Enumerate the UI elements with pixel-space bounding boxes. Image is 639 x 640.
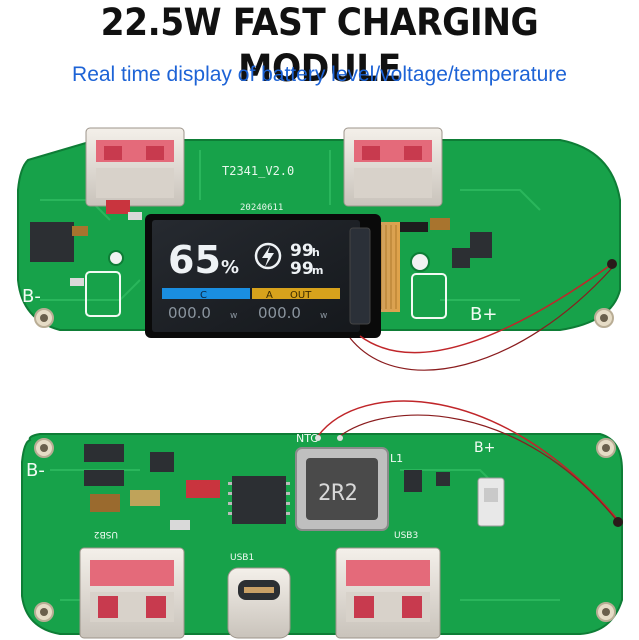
controller-ic xyxy=(232,476,286,524)
lcd-reading-right: 000.0 xyxy=(258,304,301,322)
lcd-bar-right xyxy=(252,288,340,299)
subline: Real time display of battery level/volta… xyxy=(72,63,567,86)
headline: 22.5W FAST CHARGING MODULE xyxy=(100,1,539,90)
lcd-bar-right-label-b: OUT xyxy=(290,290,312,301)
bottom-b-minus-label: B- xyxy=(26,460,45,481)
lcd-reading-right-unit: w xyxy=(320,311,327,321)
bottom-board: 2R2 NTC L1 B- B+ USB2 USB1 USB3 xyxy=(21,400,623,639)
lcd-hours-unit: h xyxy=(312,246,320,259)
board-date: 20240611 xyxy=(240,203,283,213)
lcd-display xyxy=(145,214,381,338)
lcd-percent-unit: % xyxy=(221,257,239,278)
inductor-label: 2R2 xyxy=(318,481,358,506)
ic-chip xyxy=(30,222,74,262)
usb2-label: USB2 xyxy=(94,529,118,539)
board-model: T2341_V2.0 xyxy=(222,164,294,178)
usb-a-port-bottom-left xyxy=(79,547,185,639)
usb3-label: USB3 xyxy=(394,531,418,541)
usb-a-port-top-right xyxy=(343,127,443,207)
usb-c-port xyxy=(227,567,291,639)
lcd-reading-left-unit: w xyxy=(230,311,237,321)
bottom-b-plus-label: B+ xyxy=(474,440,495,456)
lcd-minutes: 99 xyxy=(290,259,314,279)
coil-label: L1 xyxy=(390,452,403,465)
lightning-icon xyxy=(254,242,282,270)
ntc-wire-top xyxy=(359,263,613,354)
lcd-reading-left: 000.0 xyxy=(168,304,211,322)
lcd-percent: 65 xyxy=(168,238,221,282)
top-b-plus-label: B+ xyxy=(470,304,497,325)
usb-a-port-bottom-right xyxy=(335,547,441,639)
lcd-bar-left xyxy=(162,288,250,299)
top-board: T2341_V2.0 20240611 B- B+ 65 % xyxy=(17,127,621,371)
inductor: 2R2 xyxy=(295,447,389,531)
usb1-label: USB1 xyxy=(230,553,254,563)
lcd-minutes-unit: m xyxy=(312,264,323,277)
lcd-bar-left-label: C xyxy=(200,290,207,301)
top-b-minus-label: B- xyxy=(22,286,41,307)
usb-a-port-top-left xyxy=(85,127,185,207)
lcd-hours: 99 xyxy=(290,241,314,261)
lcd-bar-right-label-a: A xyxy=(266,290,273,301)
ntc-label: NTC xyxy=(296,432,318,445)
ntc-wire-bottom xyxy=(317,400,619,521)
